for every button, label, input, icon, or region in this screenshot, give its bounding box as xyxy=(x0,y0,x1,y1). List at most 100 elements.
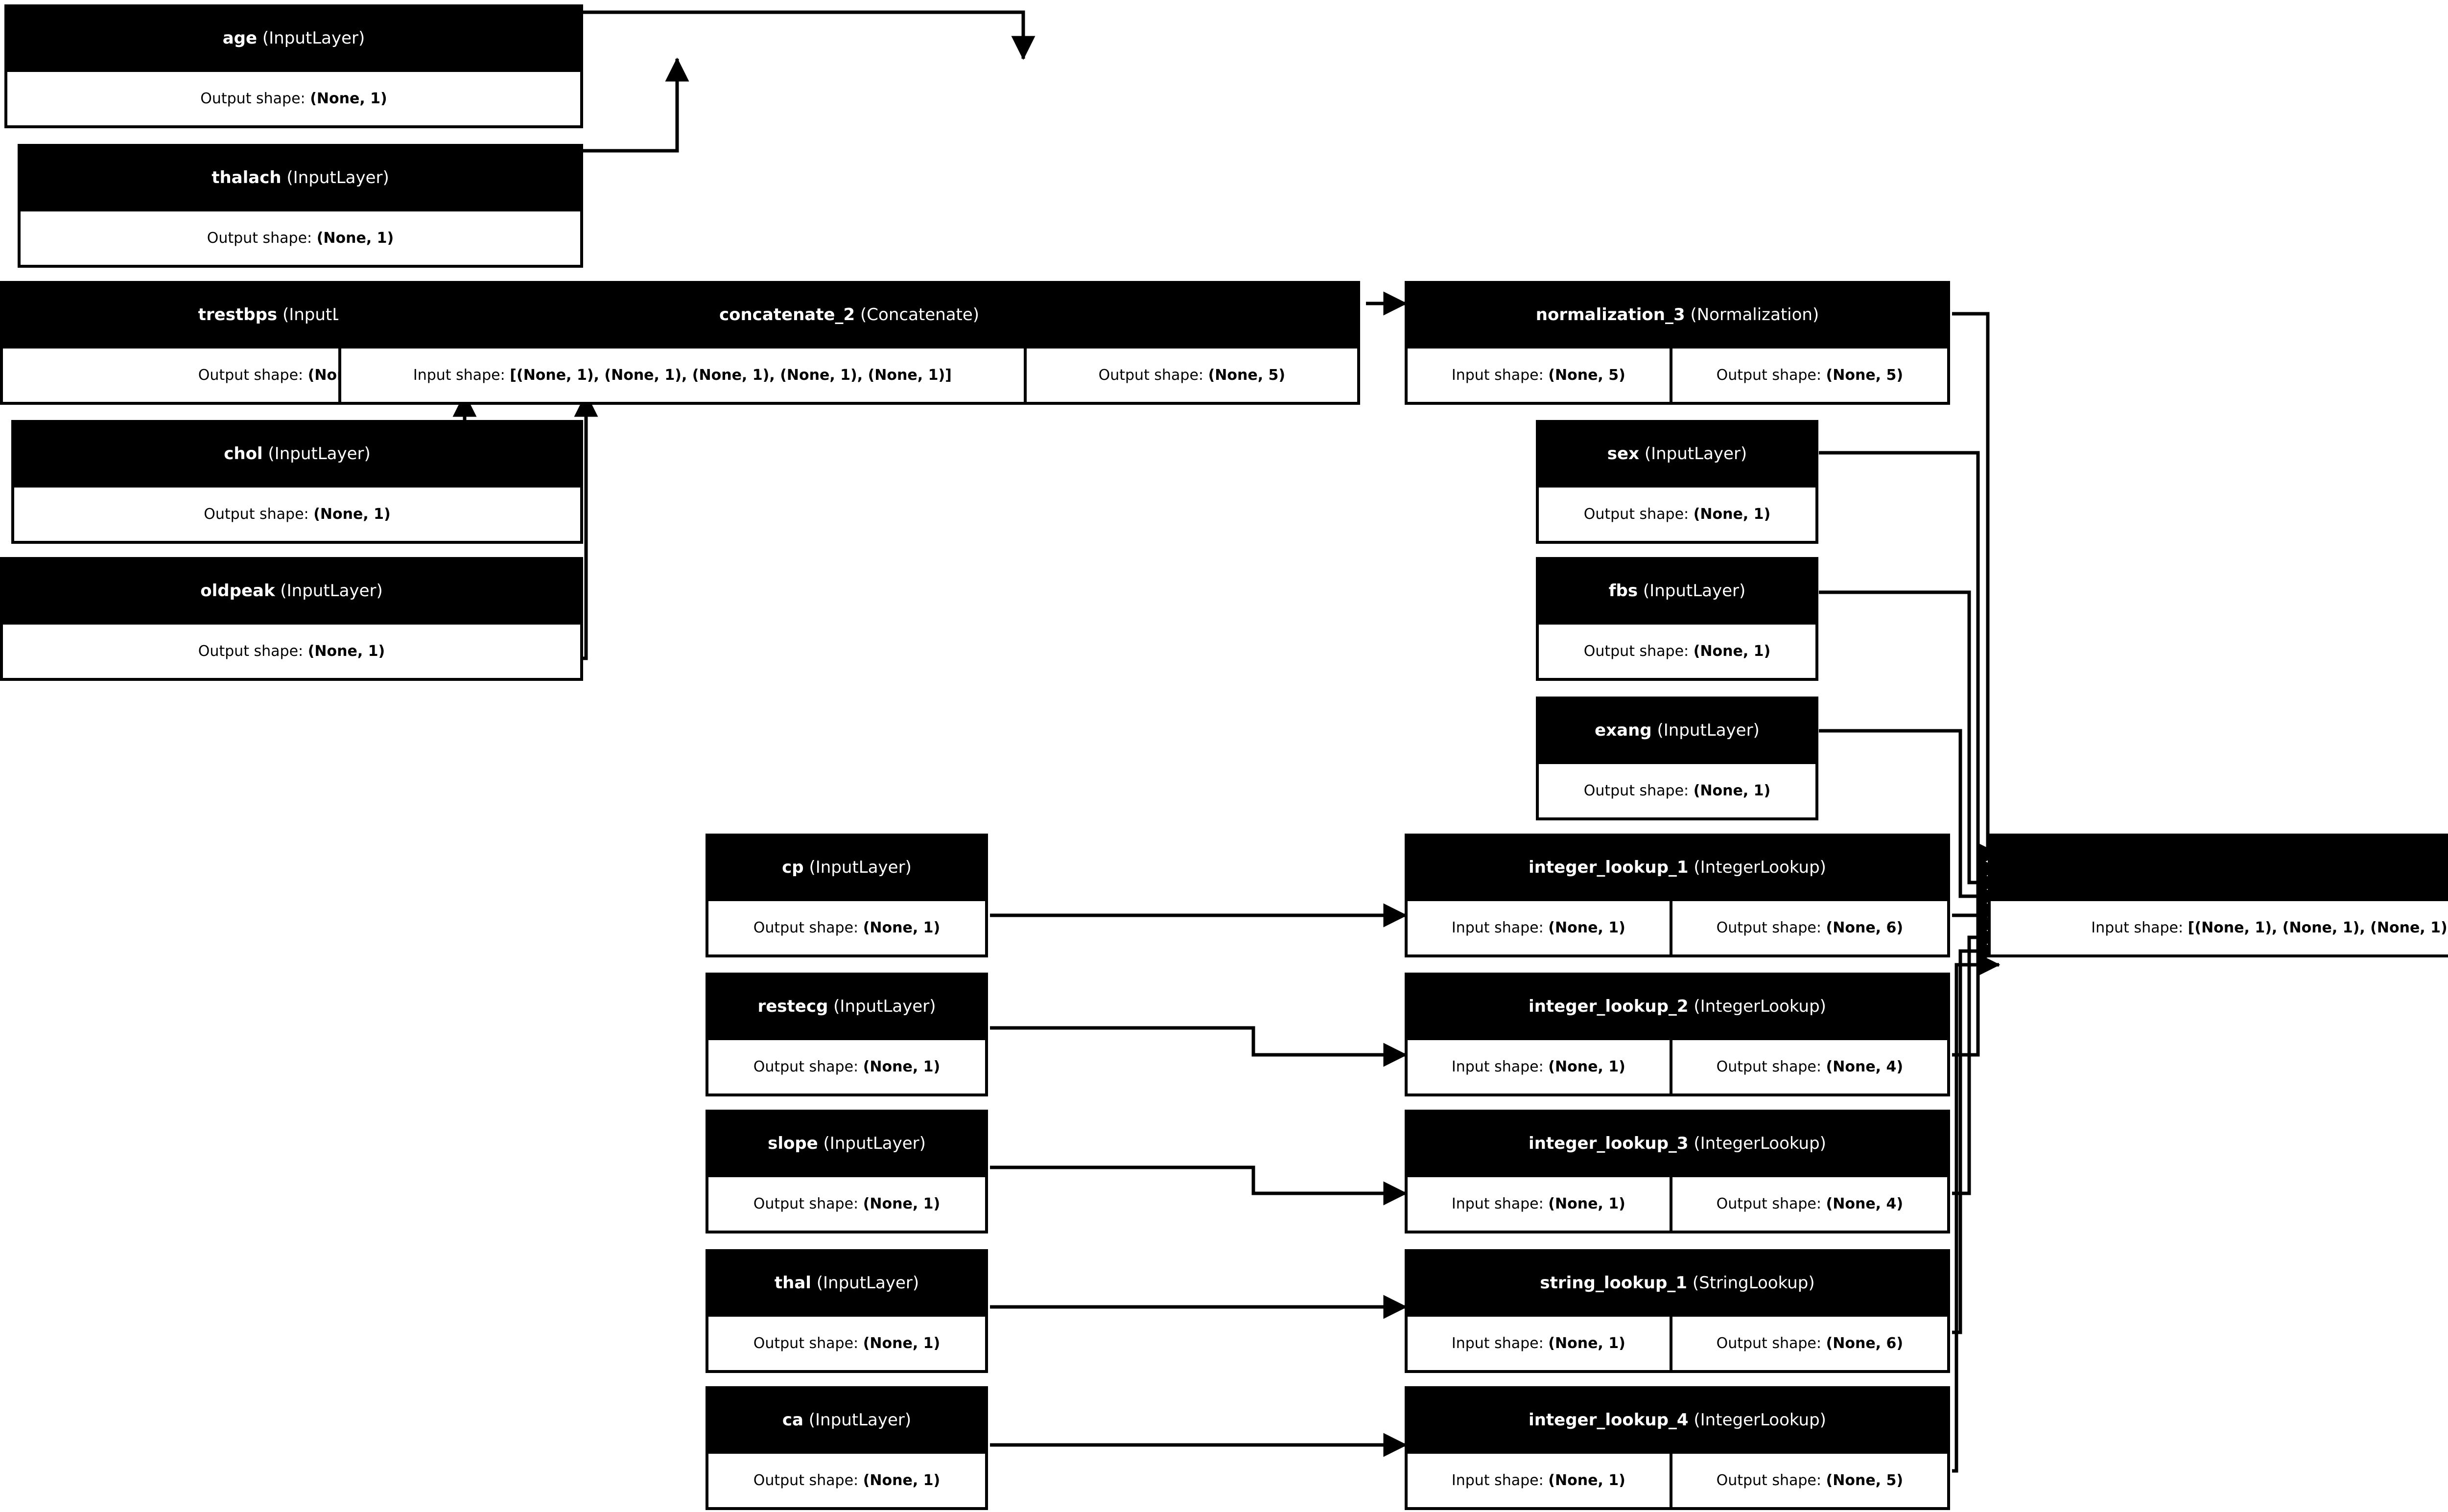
cell-value: (None, 1) xyxy=(1548,919,1625,936)
node-concatenate-2[interactable]: concatenate_2 (Concatenate) Input shape:… xyxy=(338,281,1360,405)
node-output-shape-cell: Output shape: (None, 1) xyxy=(708,1317,985,1370)
node-sex[interactable]: sex (InputLayer) Output shape: (None, 1) xyxy=(1536,420,1818,544)
node-name: sex xyxy=(1607,444,1640,464)
node-body: Output shape: (None, 1) xyxy=(1539,485,1815,541)
node-normalization-3[interactable]: normalization_3 (Normalization) Input sh… xyxy=(1405,281,1950,405)
node-output-shape-cell: Output shape: (None, 5) xyxy=(1023,349,1358,402)
cell-label: Output shape: xyxy=(198,367,304,384)
node-body: Input shape: (None, 1) Output shape: (No… xyxy=(1408,898,1947,954)
node-class: (InputLayer) xyxy=(809,858,912,877)
node-thalach[interactable]: thalach (InputLayer) Output shape: (None… xyxy=(18,144,583,268)
node-thal[interactable]: thal (InputLayer) Output shape: (None, 1… xyxy=(706,1249,988,1373)
node-name: fbs xyxy=(1608,581,1638,601)
node-integer-lookup-1[interactable]: integer_lookup_1 (IntegerLookup) Input s… xyxy=(1405,834,1950,957)
node-body: Input shape: (None, 1) Output shape: (No… xyxy=(1408,1451,1947,1507)
cell-value: (None, 1) xyxy=(863,919,941,936)
edge-normalization-3-to-concatenate-3 xyxy=(1952,312,2001,866)
node-name: restecg xyxy=(757,997,828,1016)
node-restecg[interactable]: restecg (InputLayer) Output shape: (None… xyxy=(706,973,988,1096)
node-name: integer_lookup_2 xyxy=(1529,997,1689,1016)
node-class: (IntegerLookup) xyxy=(1694,997,1826,1016)
node-output-shape-cell: Output shape: (None, 1) xyxy=(1539,764,1815,817)
cell-label: Output shape: xyxy=(753,919,859,936)
node-name: string_lookup_1 xyxy=(1540,1273,1688,1293)
node-integer-lookup-4[interactable]: integer_lookup_4 (IntegerLookup) Input s… xyxy=(1405,1386,1950,1510)
node-title: age (InputLayer) xyxy=(7,7,580,69)
cell-label: Output shape: xyxy=(204,506,309,523)
cell-value: (None, 1) xyxy=(1693,782,1771,799)
node-input-shape-cell: Input shape: (None, 1) xyxy=(1408,1317,1670,1370)
cell-value: (None, 1) xyxy=(1693,506,1771,523)
node-fbs[interactable]: fbs (InputLayer) Output shape: (None, 1) xyxy=(1536,557,1818,681)
cell-value: (None, 1) xyxy=(310,90,387,107)
node-concatenate-3[interactable]: concatenate_3 (Concatenate) Input shape:… xyxy=(1988,834,2448,957)
cell-label: Output shape: xyxy=(1716,1195,1821,1212)
node-class: (InputLayer) xyxy=(1643,581,1746,601)
node-body: Output shape: (None, 1) xyxy=(708,1174,985,1231)
node-cp[interactable]: cp (InputLayer) Output shape: (None, 1) xyxy=(706,834,988,957)
node-class: (InputLayer) xyxy=(808,1410,912,1430)
edge-slope-to-integer-lookup-3 xyxy=(990,1165,1408,1206)
node-title: concatenate_2 (Concatenate) xyxy=(341,284,1357,346)
cell-label: Output shape: xyxy=(753,1058,859,1075)
cell-label: Output shape: xyxy=(198,643,304,660)
cell-value: (None, 1) xyxy=(307,643,385,660)
cell-label: Output shape: xyxy=(1716,367,1821,384)
node-input-shape-cell: Input shape: (None, 1) xyxy=(1408,1454,1670,1507)
node-output-shape-cell: Output shape: (None, 1) xyxy=(14,488,580,541)
node-title: integer_lookup_3 (IntegerLookup) xyxy=(1408,1113,1947,1174)
node-input-shape-cell: Input shape: [(None, 1), (None, 1), (Non… xyxy=(341,349,1024,402)
node-input-shape-cell: Input shape: [(None, 1), (None, 1), (Non… xyxy=(1991,901,2448,954)
node-class: (IntegerLookup) xyxy=(1694,858,1826,877)
cell-label: Output shape: xyxy=(753,1335,859,1352)
node-chol[interactable]: chol (InputLayer) Output shape: (None, 1… xyxy=(11,420,583,544)
cell-value: (None, 1) xyxy=(1548,1058,1625,1075)
node-integer-lookup-3[interactable]: integer_lookup_3 (IntegerLookup) Input s… xyxy=(1405,1110,1950,1233)
node-body: Output shape: (None, 1) xyxy=(708,898,985,954)
node-ca[interactable]: ca (InputLayer) Output shape: (None, 1) xyxy=(706,1386,988,1510)
node-output-shape-cell: Output shape: (None, 1) xyxy=(1539,625,1815,678)
node-title: integer_lookup_4 (IntegerLookup) xyxy=(1408,1389,1947,1451)
cell-label: Input shape: xyxy=(1451,367,1544,384)
cell-value: (None, 5) xyxy=(1208,367,1286,384)
node-class: (Concatenate) xyxy=(860,305,980,325)
node-exang[interactable]: exang (InputLayer) Output shape: (None, … xyxy=(1536,697,1818,820)
node-title: sex (InputLayer) xyxy=(1539,423,1815,485)
node-title: slope (InputLayer) xyxy=(708,1113,985,1174)
cell-value: (None, 1) xyxy=(316,230,394,247)
node-integer-lookup-2[interactable]: integer_lookup_2 (IntegerLookup) Input s… xyxy=(1405,973,1950,1096)
node-name: concatenate_2 xyxy=(719,305,855,325)
edge-integer-lookup-3-to-concatenate-3 xyxy=(1952,925,2001,1195)
node-body: Output shape: (None, 1) xyxy=(14,485,580,541)
cell-label: Output shape: xyxy=(1583,782,1689,799)
edge-integer-lookup-4-to-concatenate-3 xyxy=(1952,953,2001,1473)
node-title: thalach (InputLayer) xyxy=(21,147,580,209)
cell-value: (None, 1) xyxy=(863,1058,941,1075)
node-class: (InputLayer) xyxy=(816,1273,919,1293)
node-string-lookup-1[interactable]: string_lookup_1 (StringLookup) Input sha… xyxy=(1405,1249,1950,1373)
node-slope[interactable]: slope (InputLayer) Output shape: (None, … xyxy=(706,1110,988,1233)
node-class: (IntegerLookup) xyxy=(1694,1134,1826,1153)
node-output-shape-cell: Output shape: (None, 6) xyxy=(1669,901,1947,954)
cell-value: (None, 5) xyxy=(1826,367,1904,384)
node-oldpeak[interactable]: oldpeak (InputLayer) Output shape: (None… xyxy=(0,557,583,681)
cell-label: Output shape: xyxy=(1583,643,1689,660)
cell-value: (None, 1) xyxy=(863,1195,941,1212)
node-name: age xyxy=(222,28,258,48)
node-class: (InputLayer) xyxy=(280,581,383,601)
cell-value: (None, 1) xyxy=(863,1472,941,1489)
node-body: Output shape: (None, 1) xyxy=(708,1451,985,1507)
node-name: thalach xyxy=(212,168,282,187)
node-output-shape-cell: Output shape: (None, 1) xyxy=(708,1040,985,1093)
node-age[interactable]: age (InputLayer) Output shape: (None, 1) xyxy=(4,4,583,128)
node-output-shape-cell: Output shape: (None, 1) xyxy=(3,625,580,678)
node-title: integer_lookup_1 (IntegerLookup) xyxy=(1408,837,1947,898)
cell-value: (None, 4) xyxy=(1826,1195,1904,1212)
node-output-shape-cell: Output shape: (None, 4) xyxy=(1669,1040,1947,1093)
node-input-shape-cell: Input shape: (None, 1) xyxy=(1408,1040,1670,1093)
cell-label: Output shape: xyxy=(1583,506,1689,523)
cell-label: Output shape: xyxy=(1716,919,1821,936)
node-title: chol (InputLayer) xyxy=(14,423,580,485)
node-output-shape-cell: Output shape: (None, 1) xyxy=(1539,488,1815,541)
cell-label: Output shape: xyxy=(1098,367,1204,384)
